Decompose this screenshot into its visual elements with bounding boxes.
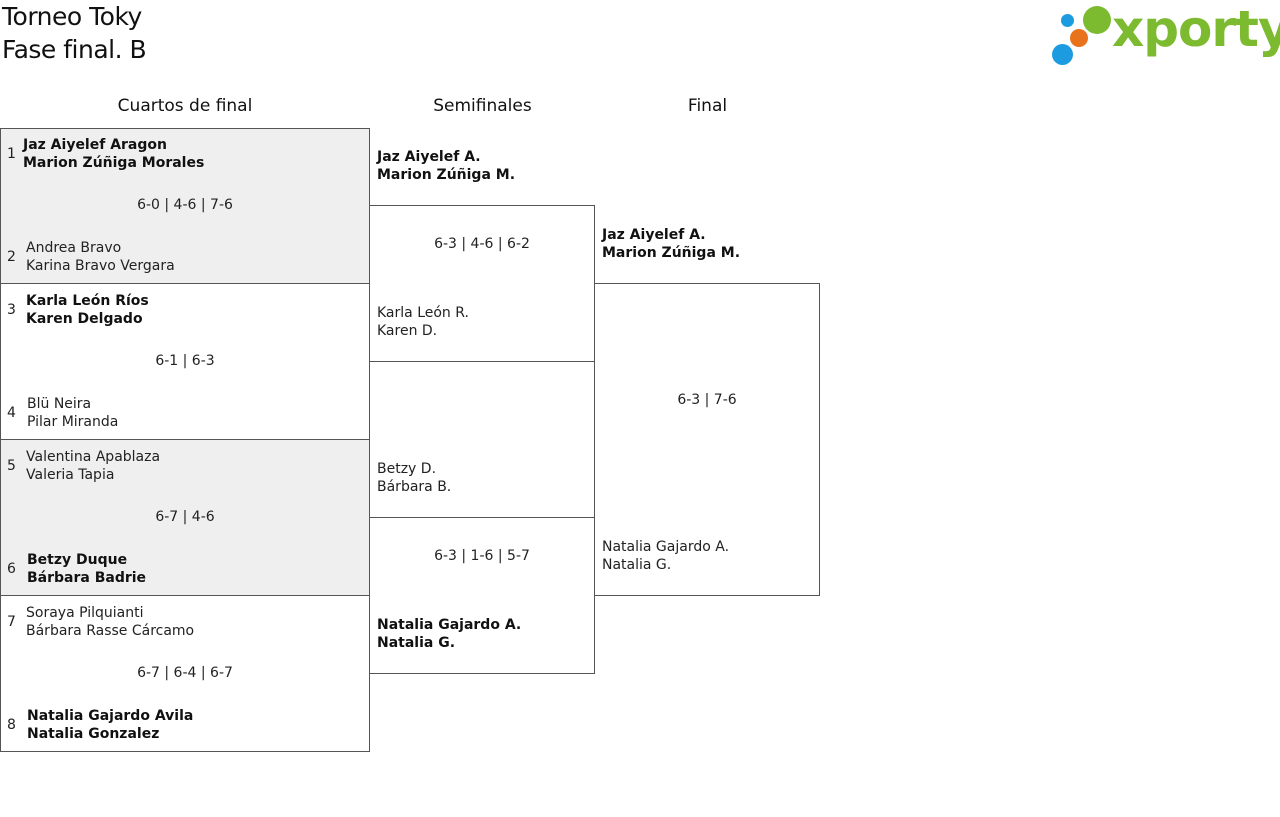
round-header-semifinals: Semifinales [433, 96, 532, 116]
player-name: Jaz Aiyelef A. [602, 227, 706, 243]
seed-number: 3 [7, 302, 16, 318]
player-name: Soraya Pilquianti [26, 605, 144, 621]
player-name: Karla León Ríos [26, 293, 149, 309]
match-score: 6-3 | 1-6 | 5-7 [434, 548, 530, 564]
player-name: Valeria Tapia [26, 467, 115, 483]
round-header-quarterfinals: Cuartos de final [117, 96, 253, 116]
player-name: Karina Bravo Vergara [26, 258, 175, 274]
team[interactable]: Natalia Gajardo A. Natalia G. [602, 538, 729, 574]
player-name: Jaz Aiyelef A. [377, 149, 481, 165]
seed-number: 8 [7, 717, 16, 733]
player-name: Bárbara Rasse Cárcamo [26, 623, 195, 639]
match-score: 6-1 | 6-3 [155, 353, 215, 369]
match-score: 6-0 | 4-6 | 7-6 [137, 197, 233, 213]
team[interactable]: Karla León R. Karen D. [377, 304, 469, 340]
team[interactable]: Betzy D. Bárbara B. [377, 460, 451, 496]
player-name: Natalia G. [602, 557, 672, 573]
player-name: Karla León R. [377, 305, 469, 321]
player-name: Natalia Gajardo Avila [27, 708, 194, 724]
seed-number: 4 [7, 405, 16, 421]
match-score: 6-7 | 6-4 | 6-7 [137, 665, 233, 681]
quarterfinal-match-3 [0, 439, 370, 596]
player-name: Andrea Bravo [26, 240, 122, 256]
logo-dot-icon [1070, 29, 1088, 47]
logo-dot-icon [1052, 44, 1073, 65]
team-winner[interactable]: Natalia Gajardo A. Natalia G. [377, 616, 521, 652]
logo-text: xporty [1112, 0, 1280, 58]
seed-number: 6 [7, 561, 16, 577]
team-winner[interactable]: Jaz Aiyelef A. Marion Zúñiga M. [602, 226, 740, 262]
player-name: Natalia Gajardo A. [602, 539, 730, 555]
player-name: Pilar Miranda [27, 414, 119, 430]
player-name: Bárbara Badrie [27, 570, 147, 586]
xporty-logo[interactable]: xporty [1050, 0, 1280, 70]
player-name: Valentina Apablaza [26, 449, 161, 465]
team-winner[interactable]: Natalia Gajardo Avila Natalia Gonzalez [27, 707, 193, 743]
player-name: Betzy D. [377, 461, 437, 477]
player-name: Marion Zúñiga M. [602, 245, 741, 261]
player-name: Natalia Gajardo A. [377, 617, 522, 633]
seed-number: 2 [7, 249, 16, 265]
team[interactable]: Andrea Bravo Karina Bravo Vergara [26, 239, 175, 275]
match-score: 6-7 | 4-6 [155, 509, 215, 525]
player-name: Bárbara B. [377, 479, 452, 495]
player-name: Karen Delgado [26, 311, 143, 327]
player-name: Karen D. [377, 323, 438, 339]
seed-number: 5 [7, 458, 16, 474]
team[interactable]: Blü Neira Pilar Miranda [27, 395, 118, 431]
player-name: Marion Zúñiga Morales [23, 155, 205, 171]
player-name: Blü Neira [27, 396, 92, 412]
logo-dot-icon [1061, 14, 1074, 27]
phase-title: Fase final. B [2, 35, 147, 64]
team[interactable]: Valentina Apablaza Valeria Tapia [26, 448, 160, 484]
seed-number: 7 [7, 614, 16, 630]
final-match [594, 283, 820, 596]
match-score: 6-3 | 4-6 | 6-2 [434, 236, 530, 252]
round-header-final: Final [687, 96, 728, 116]
player-name: Marion Zúñiga M. [377, 167, 516, 183]
tournament-title: Torneo Toky [2, 2, 142, 31]
quarterfinal-match-1 [0, 128, 370, 284]
player-name: Natalia Gonzalez [27, 726, 160, 742]
match-score: 6-3 | 7-6 [677, 392, 737, 408]
player-name: Betzy Duque [27, 552, 128, 568]
team-winner[interactable]: Betzy Duque Bárbara Badrie [27, 551, 146, 587]
team-winner[interactable]: Jaz Aiyelef A. Marion Zúñiga M. [377, 148, 515, 184]
seed-number: 1 [7, 146, 16, 162]
player-name: Natalia G. [377, 635, 456, 651]
team-winner[interactable]: Jaz Aiyelef Aragon Marion Zúñiga Morales [23, 136, 204, 172]
team[interactable]: Soraya Pilquianti Bárbara Rasse Cárcamo [26, 604, 194, 640]
player-name: Jaz Aiyelef Aragon [23, 137, 167, 153]
logo-dot-icon [1083, 6, 1111, 34]
team-winner[interactable]: Karla León Ríos Karen Delgado [26, 292, 149, 328]
